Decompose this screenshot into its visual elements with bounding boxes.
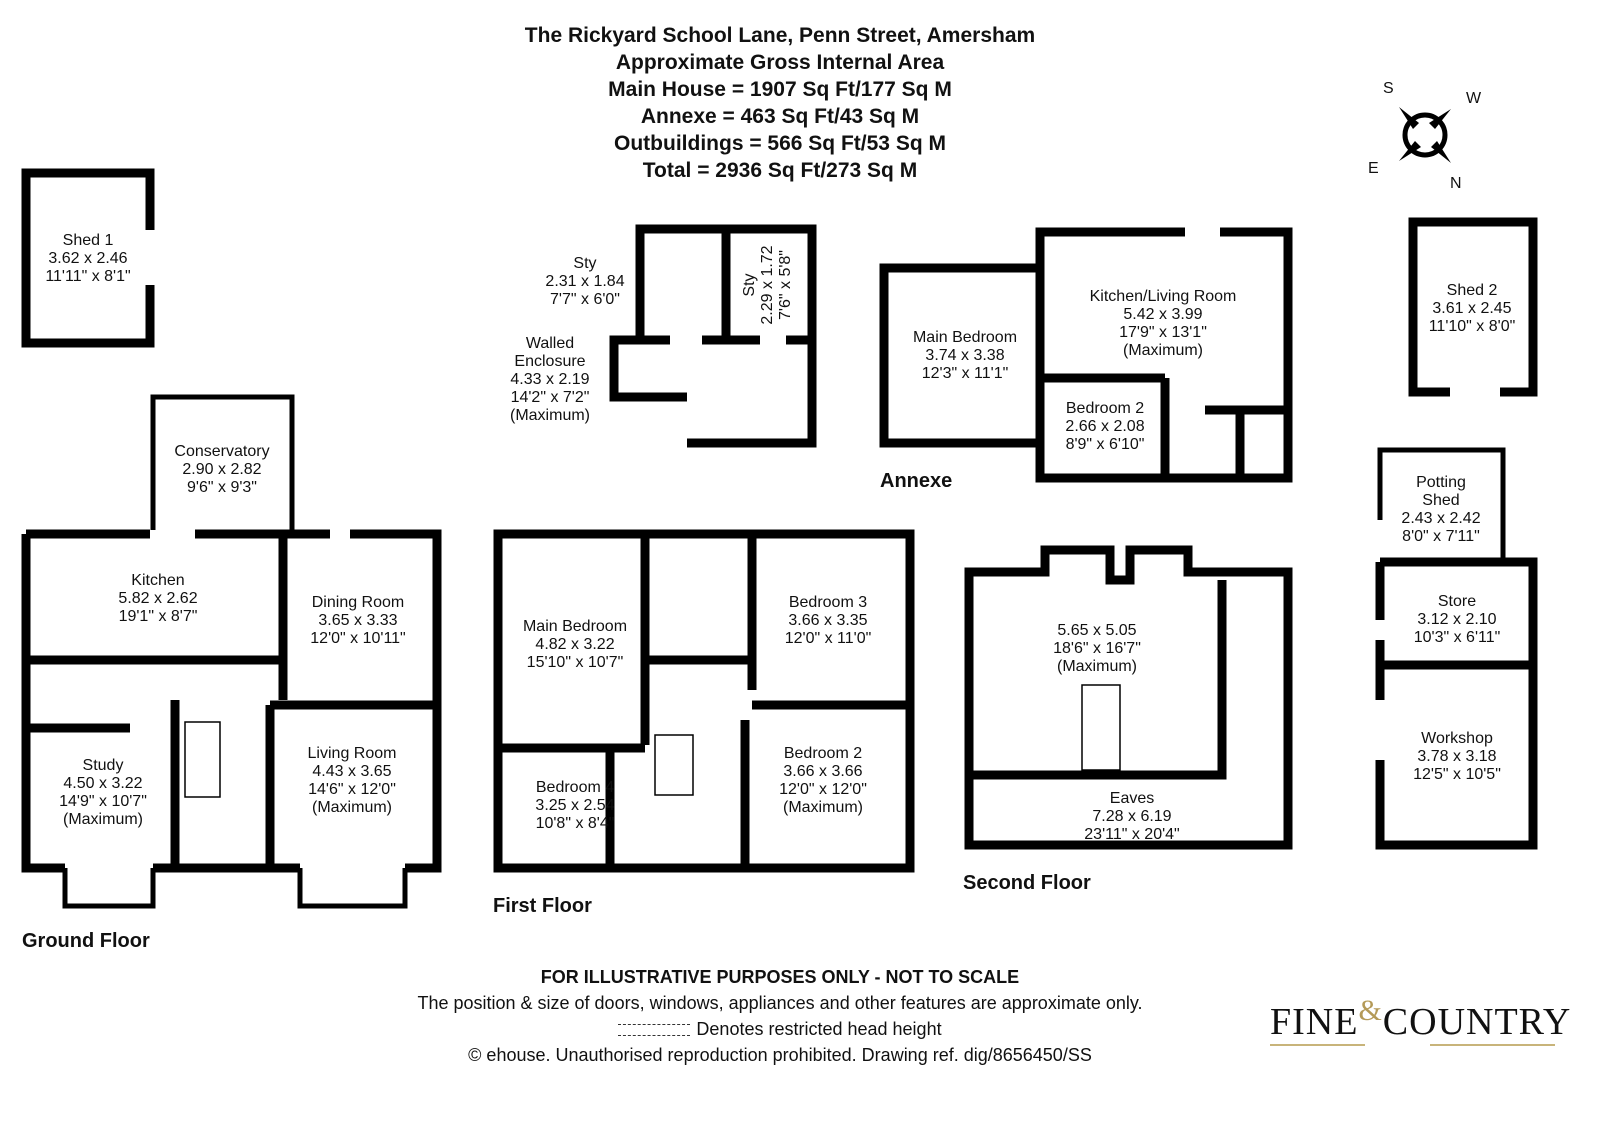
compass-s: S bbox=[1383, 80, 1394, 97]
footer: FOR ILLUSTRATIVE PURPOSES ONLY - NOT TO … bbox=[330, 964, 1230, 1068]
area-subtitle: Approximate Gross Internal Area bbox=[615, 51, 945, 74]
study-bay bbox=[62, 868, 156, 909]
outbuildings-area: Outbuildings = 566 Sq Ft/53 Sq M bbox=[614, 132, 946, 155]
compass-w: W bbox=[1466, 90, 1482, 107]
fine-country-logo: FINE&COUNTRY bbox=[1270, 994, 1571, 1046]
sty-walls bbox=[609, 224, 817, 448]
second-floor-label: Second Floor bbox=[963, 872, 1091, 894]
conservatory-walls bbox=[150, 394, 295, 530]
ground-floor-label: Ground Floor bbox=[22, 930, 150, 952]
second-floor-walls bbox=[964, 545, 1293, 850]
address: The Rickyard School Lane, Penn Street, A… bbox=[524, 24, 1036, 47]
shed1-walls bbox=[21, 168, 155, 348]
restricted-height-icon bbox=[618, 1024, 691, 1037]
header: The Rickyard School Lane, Penn Street, A… bbox=[480, 22, 1080, 184]
stairs bbox=[184, 684, 1121, 798]
restricted-height-key: Denotes restricted head height bbox=[330, 1016, 1230, 1042]
store-workshop-walls bbox=[1375, 557, 1538, 850]
shed2-walls bbox=[1408, 217, 1538, 397]
annexe-label: Annexe bbox=[880, 470, 953, 492]
approx-note: The position & size of doors, windows, a… bbox=[417, 993, 1143, 1013]
ground-floor-walls bbox=[21, 529, 442, 873]
annexe-main-bedroom-walls bbox=[879, 263, 1040, 448]
annexe-kitchen-walls bbox=[1035, 227, 1293, 483]
total-area: Total = 2936 Sq Ft/273 Sq M bbox=[642, 159, 918, 182]
compass-e: E bbox=[1368, 160, 1379, 177]
compass-n: N bbox=[1450, 175, 1462, 192]
annexe-area: Annexe = 463 Sq Ft/43 Sq M bbox=[640, 105, 920, 128]
first-floor-label: First Floor bbox=[493, 895, 592, 917]
disclaimer: FOR ILLUSTRATIVE PURPOSES ONLY - NOT TO … bbox=[540, 967, 1020, 987]
main-house-area: Main House = 1907 Sq Ft/177 Sq M bbox=[608, 78, 952, 101]
living-bay bbox=[297, 868, 408, 909]
potting-shed-walls bbox=[1377, 447, 1506, 562]
copyright: © ehouse. Unauthorised reproduction proh… bbox=[468, 1045, 1092, 1065]
first-floor-walls bbox=[493, 529, 915, 873]
